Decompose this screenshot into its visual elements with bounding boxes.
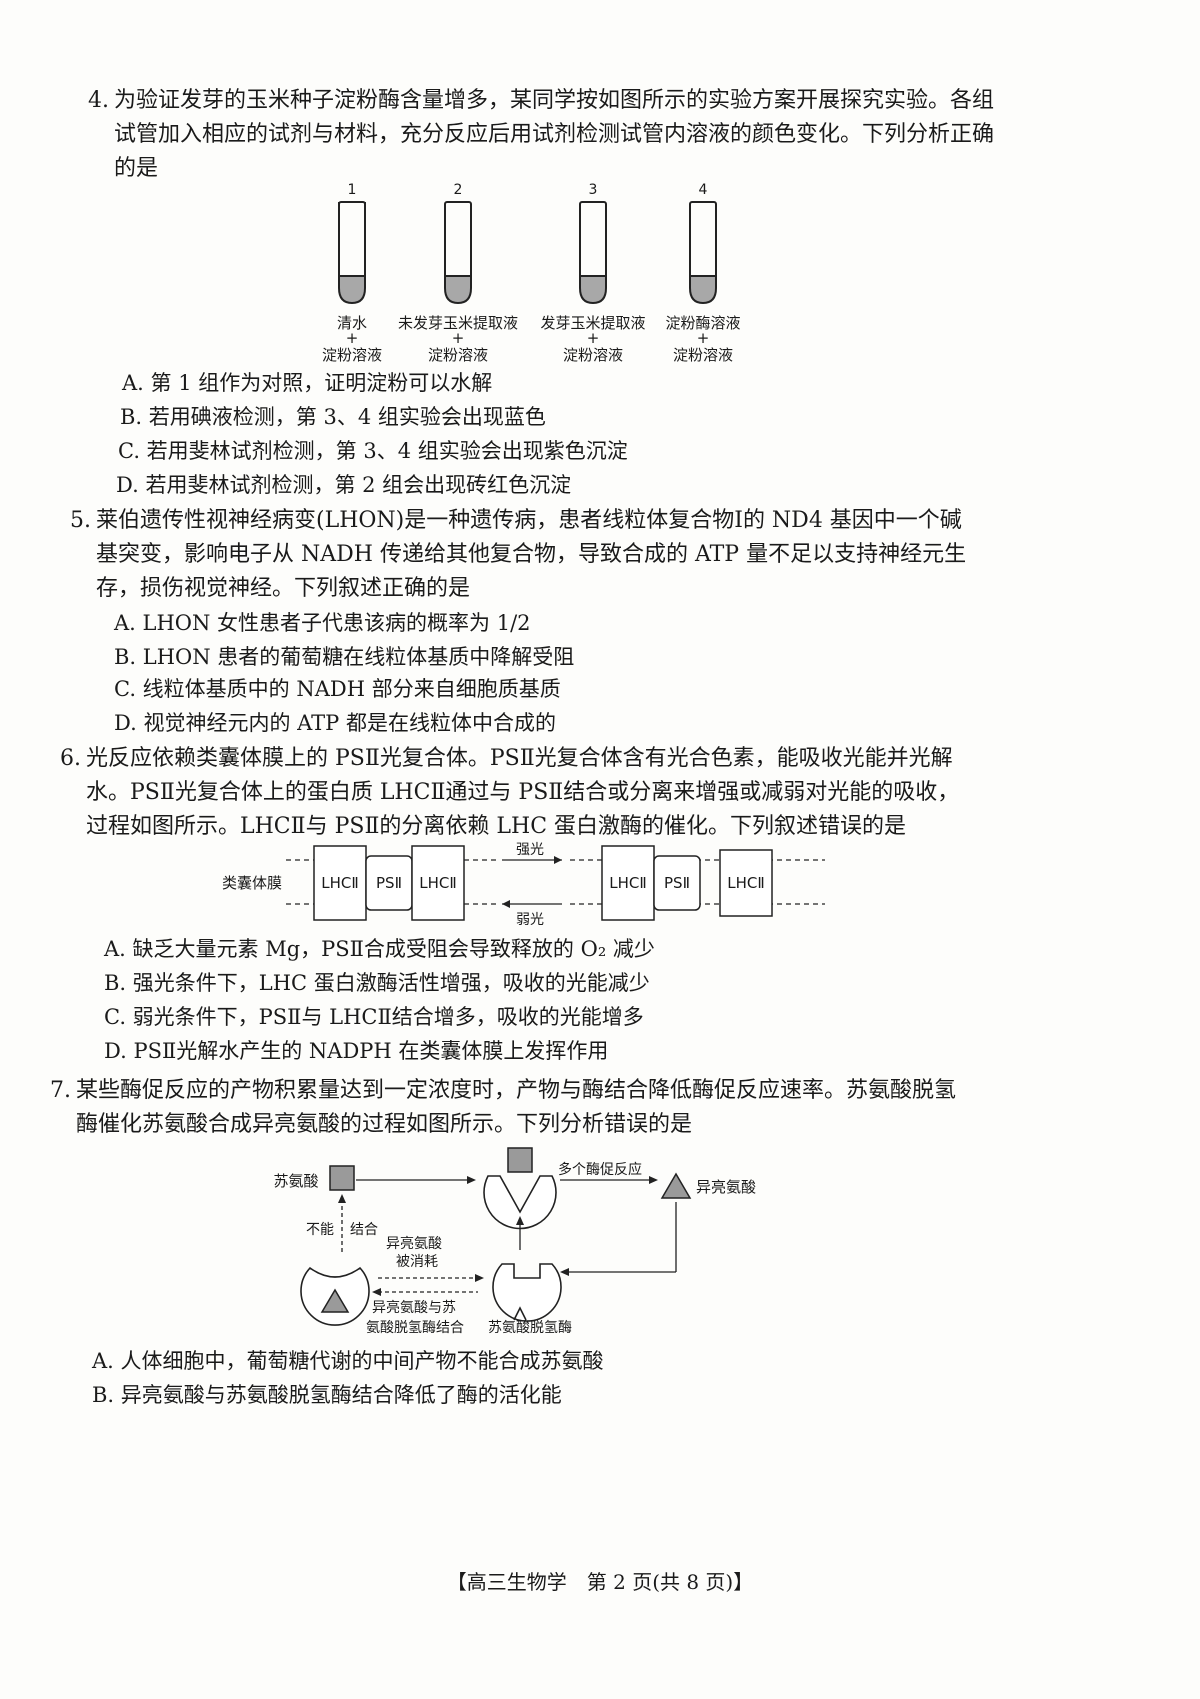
tube-label: 淀粉溶液	[322, 346, 382, 364]
test-tube-3: 3 发芽玉米提取液 + 淀粉溶液	[540, 182, 645, 364]
bound-label: 氨酸脱氢酶结合	[366, 1320, 464, 1336]
tube-label: 发芽玉米提取液	[540, 314, 645, 332]
stem-line: 光反应依赖类囊体膜上的 PSⅡ光复合体。PSⅡ光复合体含有光合色素，能吸收光能并…	[86, 746, 953, 771]
test-tube-4: 4 淀粉酶溶液 + 淀粉溶液	[665, 182, 740, 364]
lhc-label: LHCⅡ	[609, 874, 647, 892]
bound-complex: LHCⅡ PSⅡ LHCⅡ	[313, 845, 465, 921]
consumed-label: 被消耗	[396, 1254, 438, 1270]
isoleucine-triangle-icon	[660, 1172, 692, 1199]
tube-label: 淀粉溶液	[673, 346, 733, 364]
strong-light-label: 强光	[516, 842, 544, 858]
stem-line: 试管加入相应的试剂与材料，充分反应后用试剂检测试管内溶液的颜色变化。下列分析正确	[114, 122, 995, 147]
stem-line: 某些酶促反应的产物积累量达到一定浓度时，产物与酶结合降低酶促反应速率。苏氨酸脱氢	[76, 1078, 957, 1103]
option-c: C. 若用斐林试剂检测，第 3、4 组实验会出现紫色沉淀	[118, 439, 628, 463]
option-b: B. 异亮氨酸与苏氨酸脱氢酶结合降低了酶的活化能	[92, 1383, 562, 1407]
question-6: 6. 光反应依赖类囊体膜上的 PSⅡ光复合体。PSⅡ光复合体含有光合色素，能吸收…	[60, 742, 1102, 844]
question-stem: 光反应依赖类囊体膜上的 PSⅡ光复合体。PSⅡ光复合体含有光合色素，能吸收光能并…	[86, 742, 1102, 844]
question-number: 4.	[88, 88, 109, 113]
ps-label: PSⅡ	[664, 874, 690, 892]
question-7: 7. 某些酶促反应的产物积累量达到一定浓度时，产物与酶结合降低酶促反应速率。苏氨…	[50, 1074, 1102, 1142]
threonine-square-icon	[329, 1165, 355, 1191]
option-a: A. 第 1 组作为对照，证明淀粉可以水解	[122, 371, 493, 395]
free-enzyme	[492, 1263, 562, 1322]
question-4: 4. 为验证发芽的玉米种子淀粉酶含量增多，某同学按如图所示的实验方案开展探究实验…	[88, 84, 1100, 186]
separated-complex: LHCⅡ PSⅡ LHCⅡ	[601, 845, 773, 921]
option-a: A. LHON 女性患者子代患该病的概率为 1/2	[114, 611, 531, 635]
stem-line: 酶催化苏氨酸合成异亮氨酸的过程如图所示。下列分析错误的是	[76, 1112, 693, 1137]
enzyme-label: 苏氨酸脱氢酶	[488, 1320, 572, 1336]
tube-number: 4	[699, 182, 708, 198]
tube-number: 2	[454, 182, 463, 198]
consumed-label: 异亮氨酸	[386, 1235, 442, 1252]
ps-label: PSⅡ	[376, 874, 402, 892]
tube-plus: +	[587, 329, 600, 347]
tube-label: 清水	[337, 314, 367, 332]
lhc-label: LHCⅡ	[727, 874, 765, 892]
question-stem: 某些酶促反应的产物积累量达到一定浓度时，产物与酶结合降低酶促反应速率。苏氨酸脱氢…	[76, 1074, 1102, 1142]
tube-number: 1	[348, 182, 357, 198]
stem-line: 的是	[114, 156, 159, 181]
question-5: 5. 莱伯遗传性视神经病变(LHON)是一种遗传病，患者线粒体复合物Ⅰ的 ND4…	[70, 504, 1102, 606]
stem-line: 基突变，影响电子从 NADH 传递给其他复合物，导致合成的 ATP 量不足以支持…	[96, 542, 967, 567]
tube-plus: +	[697, 329, 710, 347]
option-b: B. 强光条件下，LHC 蛋白激酶活性增强，吸收的光能减少	[104, 971, 650, 995]
page-footer: 【高三生物学 第 2 页(共 8 页)】	[446, 1570, 754, 1594]
weak-light-label: 弱光	[516, 912, 544, 928]
test-tube-2: 2 未发芽玉米提取液 + 淀粉溶液	[398, 182, 518, 364]
membrane-label: 类囊体膜	[222, 874, 282, 892]
option-c: C. 线粒体基质中的 NADH 部分来自细胞质基质	[114, 677, 561, 701]
option-d: D. 若用斐林试剂检测，第 2 组会出现砖红色沉淀	[116, 473, 572, 497]
strong-light-arrow: 强光	[502, 842, 562, 864]
lhc-label: LHCⅡ	[419, 874, 457, 892]
bind-label: 结合	[350, 1222, 378, 1238]
feedback-inhibition-diagram: 苏氨酸 多个酶促反应 异亮氨酸	[273, 1147, 756, 1336]
test-tube-1: 1 清水 + 淀粉溶液	[322, 182, 382, 364]
tube-label: 淀粉溶液	[563, 346, 623, 364]
stem-line: 水。PSⅡ光复合体上的蛋白质 LHCⅡ通过与 PSⅡ结合或分离来增强或减弱对光能…	[86, 780, 960, 805]
lhc-ps-diagram: 类囊体膜 LHCⅡ PSⅡ LHCⅡ 强光 弱光 LHC	[222, 842, 825, 928]
bound-label: 异亮氨酸与苏	[372, 1299, 456, 1316]
option-c: C. 弱光条件下，PSⅡ与 LHCⅡ结合增多，吸收的光能增多	[104, 1005, 644, 1029]
threonine-label: 苏氨酸	[273, 1172, 318, 1190]
option-b: B. 若用碘液检测，第 3、4 组实验会出现蓝色	[120, 405, 546, 429]
option-a: A. 缺乏大量元素 Mg，PSⅡ合成受阻会导致释放的 O₂ 减少	[104, 937, 655, 961]
option-b: B. LHON 患者的葡萄糖在线粒体基质中降解受阻	[114, 645, 575, 669]
test-tube-figure: 1 清水 + 淀粉溶液 2 未发芽玉米提取液 + 淀粉溶液 3 发芽玉米提取液 …	[322, 182, 741, 364]
option-d: D. PSⅡ光解水产生的 NADPH 在类囊体膜上发挥作用	[104, 1039, 609, 1063]
question-stem: 为验证发芽的玉米种子淀粉酶含量增多，某同学按如图所示的实验方案开展探究实验。各组…	[114, 84, 1100, 186]
multi-reaction-label: 多个酶促反应	[558, 1161, 642, 1178]
stem-line: 为验证发芽的玉米种子淀粉酶含量增多，某同学按如图所示的实验方案开展探究实验。各组	[114, 88, 995, 113]
stem-line: 存，损伤视觉神经。下列叙述正确的是	[96, 576, 471, 601]
tube-plus: +	[452, 329, 465, 347]
cannot-label: 不能	[306, 1222, 334, 1238]
weak-light-arrow: 弱光	[502, 900, 562, 928]
tube-label: 淀粉酶溶液	[665, 314, 740, 332]
tube-plus: +	[346, 329, 359, 347]
tube-label: 淀粉溶液	[428, 346, 488, 364]
question-number: 7.	[50, 1078, 71, 1103]
option-d: D. 视觉神经元内的 ATP 都是在线粒体中合成的	[114, 711, 556, 735]
inhibited-enzyme	[300, 1266, 370, 1326]
question-number: 6.	[60, 746, 81, 771]
tube-number: 3	[589, 182, 598, 198]
question-number: 5.	[70, 508, 91, 533]
isoleucine-label: 异亮氨酸	[696, 1178, 756, 1196]
option-a: A. 人体细胞中，葡萄糖代谢的中间产物不能合成苏氨酸	[92, 1349, 604, 1373]
question-stem: 莱伯遗传性视神经病变(LHON)是一种遗传病，患者线粒体复合物Ⅰ的 ND4 基因…	[96, 504, 1102, 606]
tube-label: 未发芽玉米提取液	[398, 314, 518, 332]
enzyme-substrate-complex	[483, 1147, 557, 1230]
stem-line: 莱伯遗传性视神经病变(LHON)是一种遗传病，患者线粒体复合物Ⅰ的 ND4 基因…	[96, 508, 962, 533]
stem-line: 过程如图所示。LHCⅡ与 PSⅡ的分离依赖 LHC 蛋白激酶的催化。下列叙述错误…	[86, 814, 907, 839]
lhc-label: LHCⅡ	[321, 874, 359, 892]
